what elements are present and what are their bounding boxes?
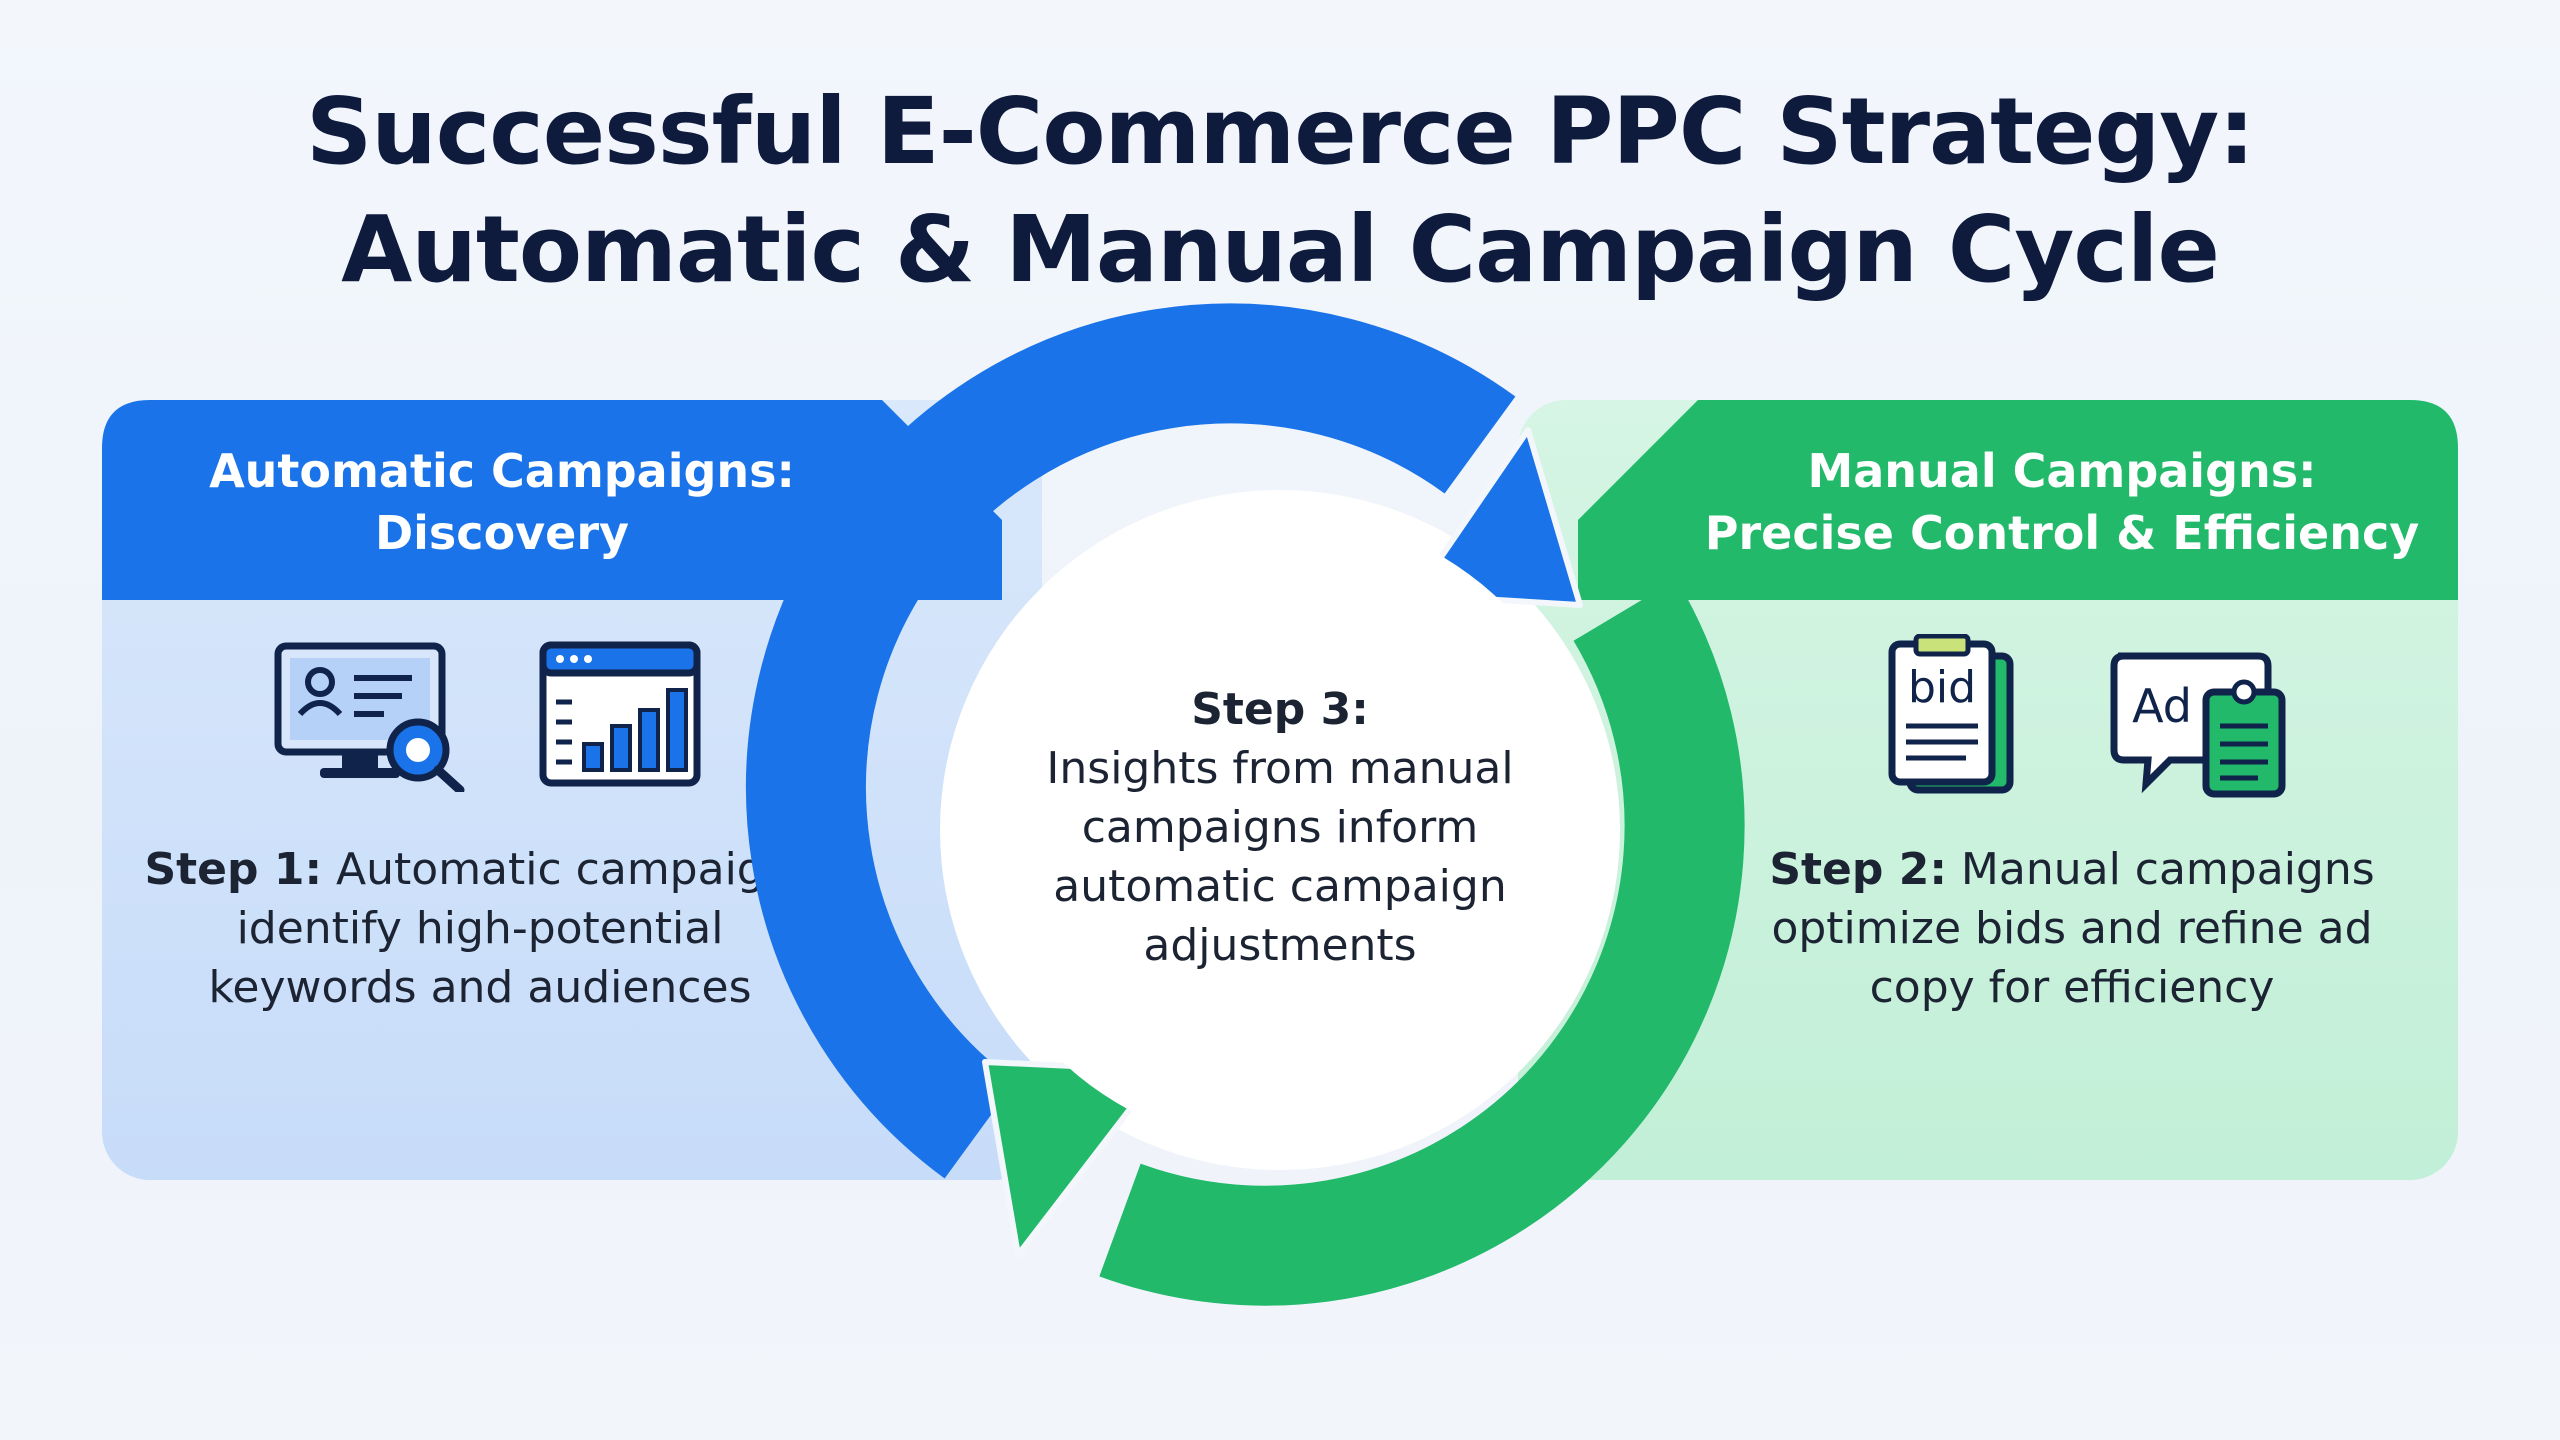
step-1-line-2: identify high-potential bbox=[236, 903, 724, 954]
manual-heading-line-2: Precise Control & Efficiency bbox=[1704, 506, 2420, 560]
bid-document-icon: bid bbox=[1888, 634, 2014, 794]
manual-campaigns-heading: Manual Campaigns: Precise Control & Effi… bbox=[1672, 440, 2452, 564]
step-1-description: Step 1: Automatic campaigns identify hig… bbox=[100, 840, 860, 1017]
ad-icon-text: Ad bbox=[2132, 679, 2192, 733]
page-title-line-2: Automatic & Manual Campaign Cycle bbox=[341, 196, 2220, 303]
step-1-line-1: Automatic campaigns bbox=[322, 844, 816, 895]
automatic-heading-line-2: Discovery bbox=[374, 506, 630, 560]
automatic-campaigns-heading: Automatic Campaigns: Discovery bbox=[112, 440, 892, 564]
bar-chart-window-icon bbox=[539, 641, 701, 787]
step-3-line-2: campaigns inform bbox=[1081, 802, 1479, 853]
manual-campaigns-header-band bbox=[1578, 400, 2458, 600]
step-1-label: Step 1: bbox=[144, 844, 323, 895]
green-cycle-arrow bbox=[1099, 579, 1745, 1306]
step-3-line-1: Insights from manual bbox=[1046, 743, 1514, 794]
page-title-line-1: Successful E-Commerce PPC Strategy: bbox=[305, 78, 2255, 185]
step-3-line-3: automatic campaign bbox=[1053, 861, 1507, 912]
step-3-label: Step 3: bbox=[1191, 684, 1369, 735]
monitor-search-icon bbox=[274, 642, 465, 792]
step-2-label: Step 2: bbox=[1769, 844, 1947, 895]
step-1-line-3: keywords and audiences bbox=[208, 962, 752, 1013]
automatic-heading-line-1: Automatic Campaigns: bbox=[209, 444, 795, 498]
automatic-campaigns-header-band bbox=[102, 400, 1002, 600]
step-2-line-2: optimize bids and refine ad bbox=[1771, 903, 2373, 954]
ad-chat-clipboard-icon: Ad bbox=[2110, 652, 2286, 798]
step-2-description: Step 2: Manual campaigns optimize bids a… bbox=[1692, 840, 2452, 1017]
blue-cycle-arrow bbox=[746, 303, 1516, 1179]
bid-icon-text: bid bbox=[1908, 662, 1976, 713]
step-2-line-1: Manual campaigns bbox=[1946, 844, 2375, 895]
step-2-line-3: copy for efficiency bbox=[1869, 962, 2275, 1013]
manual-heading-line-1: Manual Campaigns: bbox=[1807, 444, 2317, 498]
step-3-description: Step 3: Insights from manual campaigns i… bbox=[960, 680, 1600, 975]
step-3-line-4: adjustments bbox=[1143, 920, 1417, 971]
